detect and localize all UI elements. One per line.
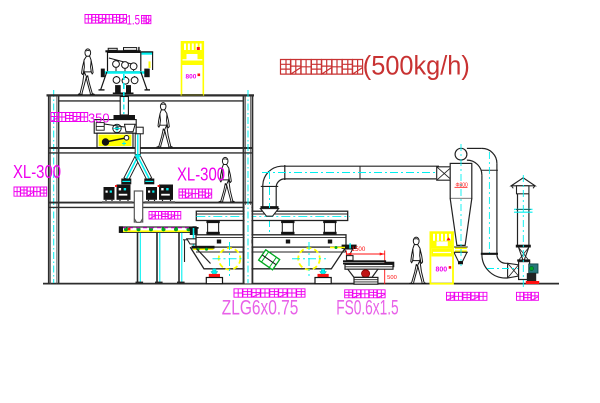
svg-text:1500: 1500 [352,246,366,253]
svg-text:XL-300: XL-300 [13,162,61,182]
svg-text:1.5: 1.5 [127,12,141,28]
svg-text:350: 350 [88,111,110,126]
svg-text:XL-300: XL-300 [177,165,225,185]
svg-text:800: 800 [186,74,197,81]
svg-text:(500kg/h): (500kg/h) [363,51,470,81]
svg-text:FS0.6x1.5: FS0.6x1.5 [336,297,399,320]
svg-text:ZLG6x0.75: ZLG6x0.75 [222,297,298,320]
svg-text:Φ800: Φ800 [456,183,469,189]
svg-text:500: 500 [387,275,397,281]
svg-text:800: 800 [436,267,448,274]
